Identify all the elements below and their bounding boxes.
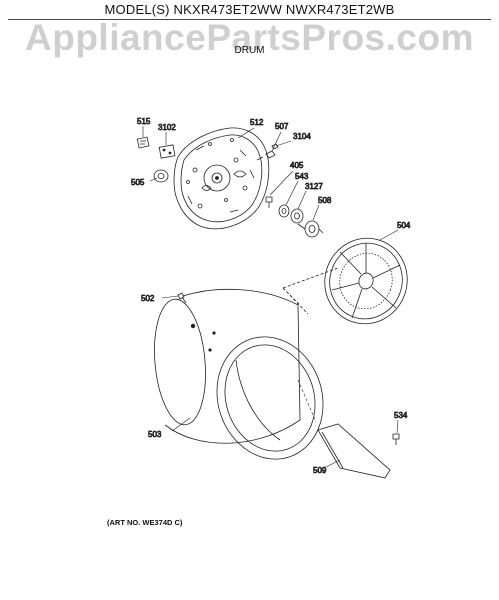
label-3102: 3102 (158, 123, 176, 132)
label-508: 508 (318, 196, 332, 205)
label-505: 505 (131, 178, 145, 187)
part-543-washer (278, 204, 290, 218)
part-534-screw (392, 433, 400, 445)
label-3127: 3127 (305, 182, 323, 191)
label-509: 509 (313, 466, 327, 475)
part-505-roller (153, 169, 169, 183)
label-503: 503 (148, 430, 162, 439)
label-515: 515 (137, 117, 151, 126)
part-502-bolt (177, 292, 187, 304)
label-504: 504 (397, 221, 411, 230)
watermark-logo: AppliancePartsPros.com (25, 17, 474, 58)
front-drum-head (324, 237, 408, 325)
leader-lines (142, 126, 399, 469)
part-3102-block (158, 144, 176, 159)
dryer-drum (154, 288, 324, 460)
header-divider (8, 19, 491, 20)
label-543: 543 (295, 172, 309, 181)
label-3104: 3104 (293, 132, 311, 141)
label-502: 502 (141, 294, 155, 303)
label-512: 512 (250, 118, 264, 127)
part-405-bolt (265, 196, 273, 208)
section-title: DRUM (234, 45, 265, 56)
part-507-screw (256, 150, 276, 161)
drum-baffle (317, 423, 391, 479)
label-405: 405 (290, 161, 304, 170)
part-3127-bearing (290, 208, 304, 224)
label-534: 534 (394, 411, 408, 420)
part-508-shaft (297, 220, 324, 238)
label-507: 507 (275, 122, 289, 131)
rear-drum-head (173, 127, 270, 230)
art-number: (ART NO. WE374D C) (107, 518, 183, 527)
model-title: MODEL(S) NKXR473ET2WW NWXR473ET2WB (104, 2, 395, 17)
part-515-clip (136, 136, 150, 149)
